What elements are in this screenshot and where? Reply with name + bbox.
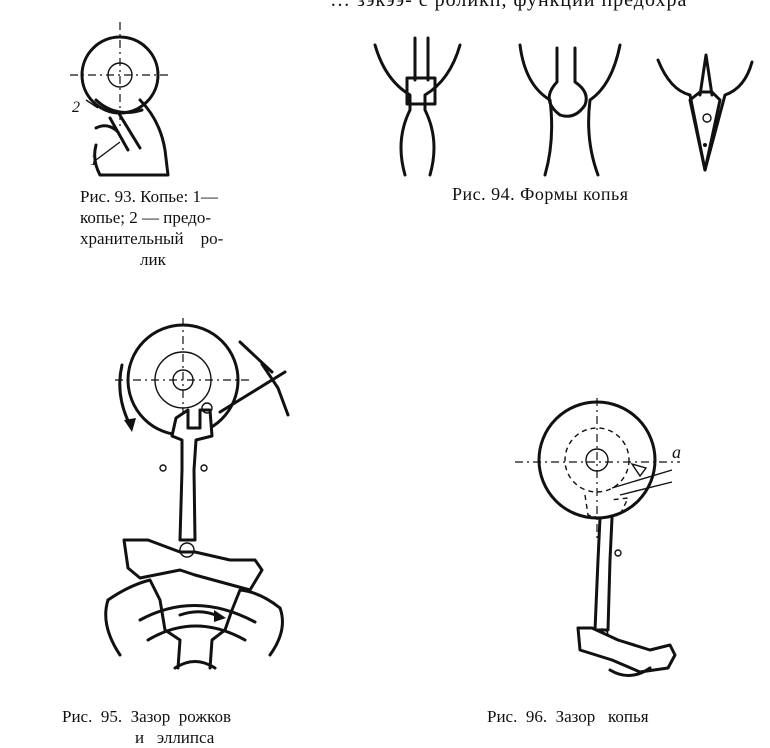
fig93-caption: Рис. 93. Копье: 1— копье; 2 — предо- хра… (80, 186, 330, 270)
fig96-caption: Рис. 96. Зазор копья (487, 707, 649, 726)
fig95-caption-line-1: Рис. 95. Зазор рожков (62, 707, 232, 726)
fig93-label-2: 2 (72, 99, 80, 116)
fig93-caption-line-4: лик (140, 250, 166, 269)
fig93-caption-line-2: копье; 2 — предо- (80, 208, 211, 227)
fig93-caption-line-1: Рис. 93. Копье: 1— (80, 187, 218, 206)
fig96-label-a: a (672, 442, 681, 462)
fig93-caption-line-3: хранительный ро- (80, 229, 224, 248)
fig93-label-1: 1 (90, 152, 98, 169)
fig95-caption: Рис. 95. Зазор рожков и эллипса (62, 706, 342, 748)
fig94-caption: Рис. 94. Формы копья (452, 184, 629, 204)
top-text-fragment: … зэкээ‑ с роликп, функции предохра (330, 0, 688, 11)
fig95-caption-line-2: и эллипса (135, 728, 215, 747)
